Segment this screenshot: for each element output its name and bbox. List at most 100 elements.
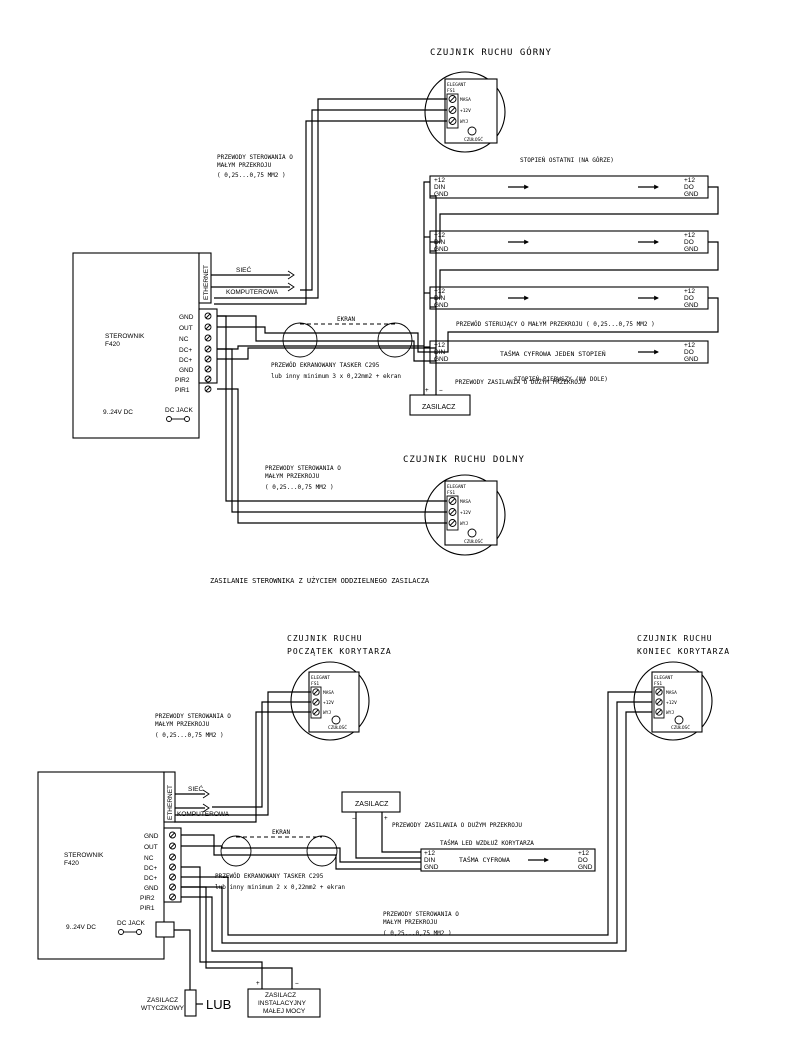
controller-top-pin-pir1: PIR1 <box>175 387 190 394</box>
sensor-end-knob-icon <box>674 715 684 725</box>
controller-top-pin-gnd1: GND <box>179 314 194 321</box>
sensor-bottom-pin-masa: MASA <box>460 499 471 505</box>
strip4-in-gnd: GND <box>434 356 449 363</box>
note-top-line3: ( 0,25...0,75 MM2 ) <box>217 172 286 179</box>
sensor-start-pin-12v: +12V <box>323 700 334 706</box>
note-left-line1: PRZEWODY STEROWANIA O <box>155 713 231 720</box>
sensor-start-terminals <box>310 686 322 719</box>
inst-psu-minus: − <box>295 980 299 987</box>
cable-alt-top: lub inny minimum 3 x 0,22mm2 + ekran <box>271 373 401 380</box>
note-right-line1: PRZEWODY STEROWANIA O <box>383 911 459 918</box>
shielded-cable-top: EKRAN PRZEWÓD EKRANOWANY TASKER C295 lub… <box>217 315 436 380</box>
psu-bottom-minus: − <box>352 815 356 822</box>
controller-top-pin-gnd2: GND <box>179 367 194 374</box>
sensor-bottom-pin-wyj: WYJ <box>460 521 468 527</box>
sensor-top-knob-label: CZUŁOŚĆ <box>464 136 483 143</box>
sensor-start-pin-wyj: WYJ <box>323 710 331 716</box>
or-label: LUB <box>206 997 231 1012</box>
controller-top-voltage: 9..24V DC <box>103 409 133 416</box>
strip2-out-12: +12 <box>684 232 695 239</box>
controller-top-pin-nc: NC <box>179 336 189 343</box>
controller-bottom-jack: DC JACK <box>117 920 145 927</box>
start-sensor-wires <box>174 691 311 823</box>
strip1-in-gnd: GND <box>434 191 449 198</box>
plug-psu-line1: ZASILACZ <box>147 997 178 1004</box>
controller-top-terminals <box>204 312 212 393</box>
sensor-top-pin-masa: MASA <box>460 97 471 103</box>
psu-bottom-plus: + <box>384 815 388 822</box>
note-left-line3: ( 0,25...0,75 MM2 ) <box>155 732 224 739</box>
stage-last-label: STOPIEŃ OSTATNI (NA GÓRZE) <box>520 157 614 164</box>
bottom-sensor-wires <box>217 315 447 524</box>
sensor-bottom-terminals <box>446 495 459 531</box>
strip3-out-12: +12 <box>684 288 695 295</box>
controller-top-jack: DC JACK <box>165 407 193 414</box>
controller-bottom-voltage: 9..24V DC <box>66 924 96 931</box>
strip4-out-12: +12 <box>684 342 695 349</box>
strip4-label: TAŚMA CYFROWA JEDEN STOPIEŃ <box>500 349 606 358</box>
controller-top-pin-out: OUT <box>179 325 193 332</box>
sensor-end-pin-12v: +12V <box>666 700 677 706</box>
psu-top-plus: + <box>425 387 429 394</box>
controller-top-pin-pir2: PIR2 <box>175 377 190 384</box>
sensor-end-brand: ELEGANT <box>654 675 673 681</box>
net-label-1-bottom: SIEĆ <box>188 784 203 793</box>
sensor-end-model: FS1 <box>654 681 662 687</box>
ethernet-cable-top: SIEĆ KOMPUTEROWA <box>211 265 295 296</box>
controller-bottom-ethernet: ETHERNET <box>167 785 174 820</box>
strip2-in-gnd: GND <box>434 246 449 253</box>
sensor-top-model: FS1 <box>447 88 455 94</box>
note-bottom-line3: ( 0,25...0,75 MM2 ) <box>265 484 334 491</box>
cable-alt-bottom: lub inny minimum 2 x 0,22mm2 + ekran <box>215 884 345 891</box>
strip-b-label: TAŚMA CYFROWA <box>459 855 510 864</box>
strip-b-in-gnd: GND <box>424 864 439 871</box>
strip1-in-din: DIN <box>434 184 446 191</box>
inst-psu-plus: + <box>256 980 260 987</box>
power-wire-label-bottom: PRZEWODY ZASILANIA O DUŻYM PRZEKROJU <box>392 822 522 829</box>
note-right-line2: MAŁYM PRZEKROJU <box>383 919 438 926</box>
controller-bottom-pin-gnd1: GND <box>144 833 159 840</box>
controller-top-pin-dc1: DC+ <box>179 347 192 354</box>
strip-b-in-12: +12 <box>424 850 435 857</box>
note-right-line3: ( 0,25...0,75 MM2 ) <box>383 930 452 937</box>
sensor-top-brand: ELEGANT <box>447 82 466 88</box>
sensor-start-pin-masa: MASA <box>323 690 334 696</box>
strip4-in-12: +12 <box>434 342 445 349</box>
sensor-start-brand: ELEGANT <box>311 675 330 681</box>
sensor-start-title2: POCZĄTEK KORYTARZA <box>287 647 392 656</box>
sensor-start-knob-label: CZUŁOŚĆ <box>328 724 347 731</box>
controller-bottom-pin-pir2: PIR2 <box>140 895 155 902</box>
sensor-top: CZUJNIK RUCHU GÓRNY ELEGANT FS1 MASA +12… <box>424 46 551 153</box>
sensor-top-pin-wyj: WYJ <box>460 119 468 125</box>
control-wire-label: PRZEWÓD STERUJĄCY O MAŁYM PRZEKROJU ( 0,… <box>456 321 655 328</box>
strip1-in-12: +12 <box>434 177 445 184</box>
strip4-out-gnd: GND <box>684 356 699 363</box>
psu-top-minus: − <box>439 387 443 394</box>
controller-top-ethernet: ETHERNET <box>203 265 210 300</box>
controller-bottom-pin-pir1: PIR1 <box>140 905 155 912</box>
inst-psu-line3: MAŁEJ MOCY <box>263 1008 306 1015</box>
strip-b-in-din: DIN <box>424 857 436 864</box>
top-sensor-wires <box>214 98 447 305</box>
shield-label-top: EKRAN <box>337 316 355 323</box>
sensor-bottom-brand: ELEGANT <box>447 484 466 490</box>
sensor-end-title1: CZUJNIK RUCHU <box>637 634 713 643</box>
led-strip-bottom: TAŚMA LED WZDŁUŻ KORYTARZA +12 DIN GND +… <box>420 840 596 872</box>
strip-b-out-do: DO <box>578 857 588 864</box>
sensor-bottom-pin-12v: +12V <box>460 510 471 516</box>
strip3-out-gnd: GND <box>684 302 699 309</box>
controller-bottom-name2: F420 <box>64 860 79 867</box>
net-label-1-top: SIEĆ <box>236 265 251 274</box>
note-top-line2: MAŁYM PRZEKROJU <box>217 162 272 169</box>
controller-top-name2: F420 <box>105 341 120 348</box>
inst-psu-line2: INSTALACYJNY <box>258 1000 307 1007</box>
sensor-bottom-model: FS1 <box>447 490 455 496</box>
strip1-out-12: +12 <box>684 177 695 184</box>
psu-bottom-label: ZASILACZ <box>355 801 389 808</box>
controller-bottom-pin-nc: NC <box>144 855 154 862</box>
note-bottom-line2: MAŁYM PRZEKROJU <box>265 473 320 480</box>
controller-top-pin-dc2: DC+ <box>179 357 192 364</box>
dc-jack-icon <box>166 416 190 422</box>
sensor-start-model: FS1 <box>311 681 319 687</box>
